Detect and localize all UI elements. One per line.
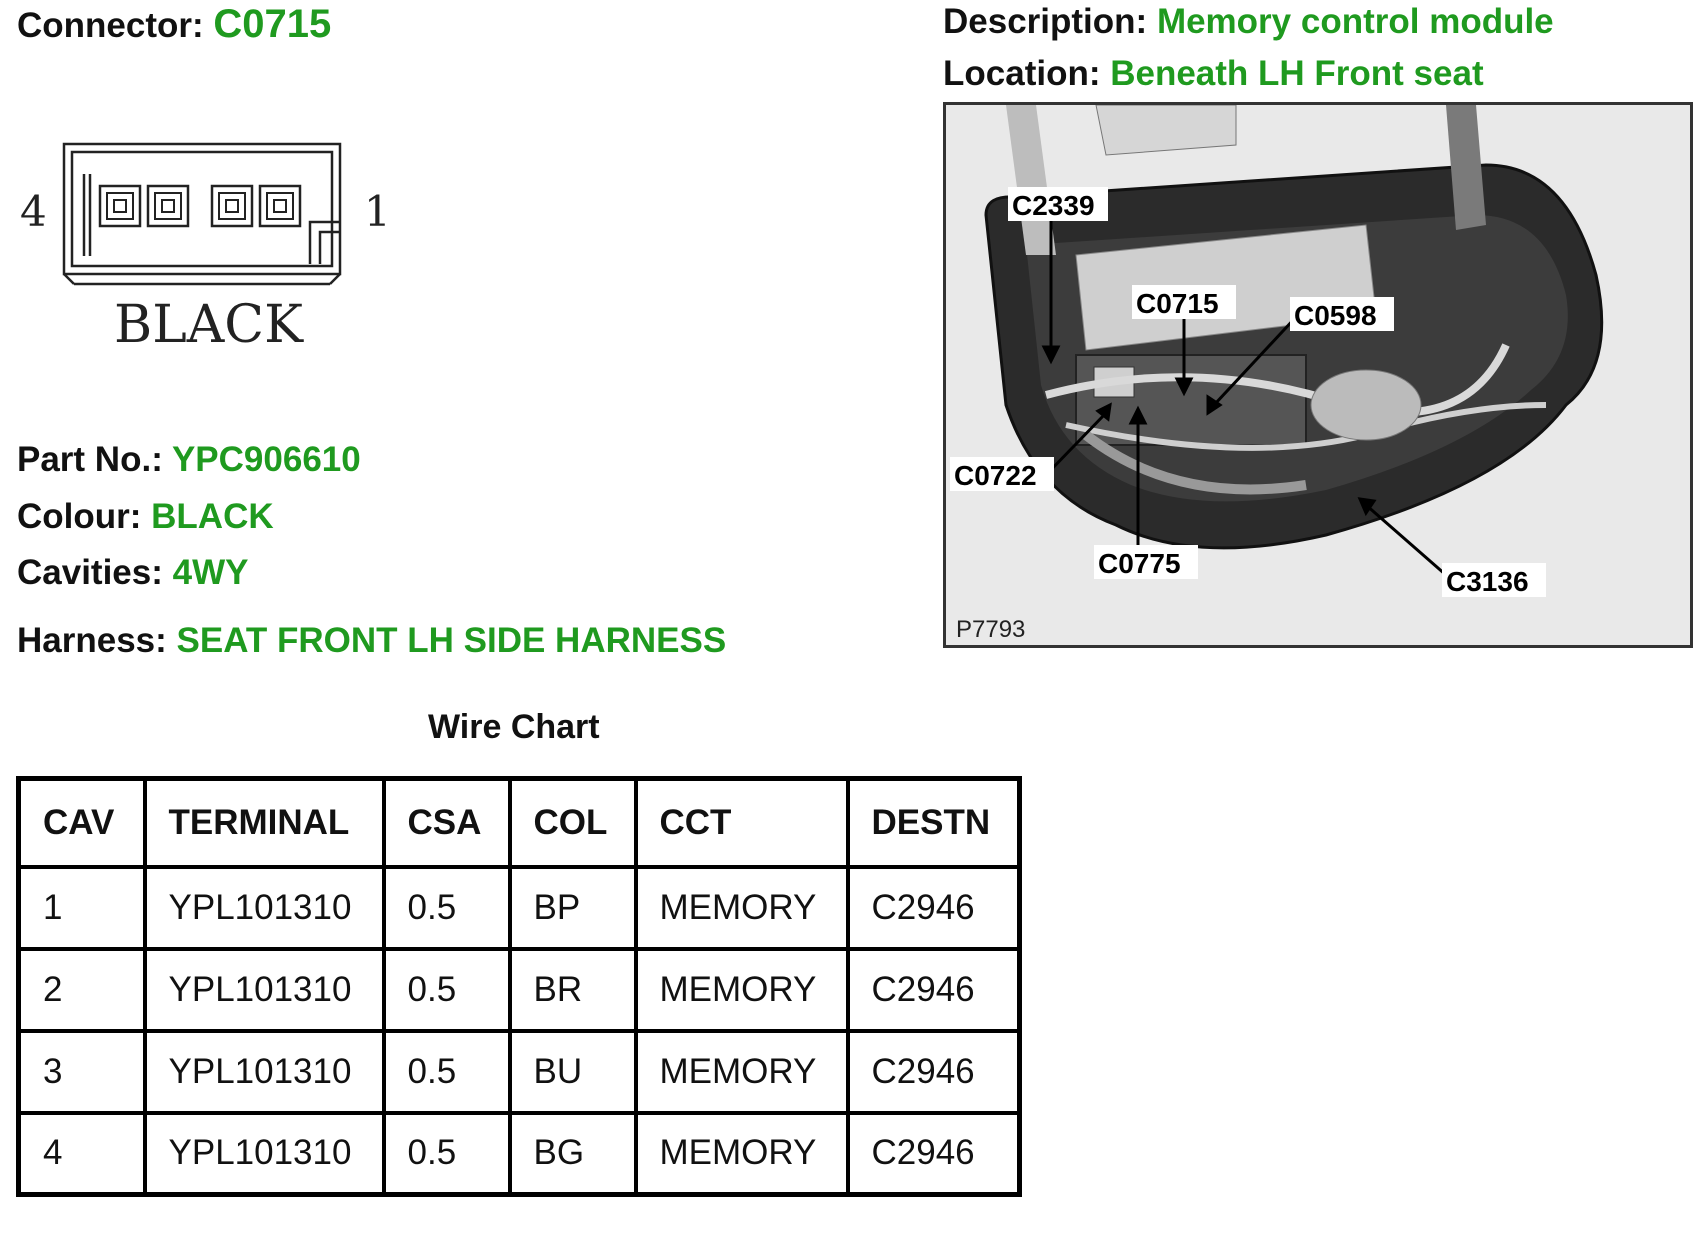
- cell-cav: 3: [16, 1028, 147, 1115]
- part-no-label: Part No.:: [17, 440, 163, 479]
- callout-c3136: C3136: [1446, 566, 1529, 597]
- cell-terminal: YPL101310: [142, 946, 386, 1033]
- arrow-c0598: [1212, 315, 1298, 407]
- callout-c0715: C0715: [1136, 288, 1219, 319]
- colour-line: Colour: BLACK: [17, 497, 274, 537]
- table-row: 3 YPL101310 0.5 BU MEMORY C2946: [16, 1028, 1022, 1115]
- cell-col: BU: [507, 1028, 638, 1115]
- cavity-2: [210, 184, 254, 228]
- colour-label: Colour:: [17, 497, 142, 536]
- cell-col: BG: [507, 1110, 638, 1197]
- description-value: Memory control module: [1156, 2, 1554, 41]
- housing-colour-text: BLACK: [114, 295, 304, 354]
- pin-number-right: 1: [364, 187, 391, 236]
- callout-c0598: C0598: [1294, 300, 1377, 331]
- header-col: COL: [507, 776, 638, 869]
- cell-csa: 0.5: [381, 864, 512, 951]
- cell-cct: MEMORY: [633, 864, 850, 951]
- cavities-value: 4WY: [172, 553, 249, 592]
- wire-chart-table: CAV TERMINAL CSA COL CCT DESTN 1 YPL1013…: [16, 776, 1022, 1197]
- cell-terminal: YPL101310: [142, 1028, 386, 1115]
- cell-terminal: YPL101310: [142, 864, 386, 951]
- callout-c0775: C0775: [1098, 548, 1181, 579]
- cell-destn: C2946: [845, 864, 1022, 951]
- table-row: 1 YPL101310 0.5 BP MEMORY C2946: [16, 864, 1022, 951]
- cavity-inner-1: [266, 192, 294, 220]
- connector-id: C0715: [213, 2, 332, 46]
- cavity-terminal-3: [161, 199, 175, 213]
- cavity-inner-2: [218, 192, 246, 220]
- cavity-inner-3: [154, 192, 182, 220]
- connector-cavities: [98, 184, 302, 228]
- cavity-terminal-1: [273, 199, 287, 213]
- cell-csa: 0.5: [381, 1110, 512, 1197]
- cell-destn: C2946: [845, 1110, 1022, 1197]
- cell-col: BP: [507, 864, 638, 951]
- table-row: 2 YPL101310 0.5 BR MEMORY C2946: [16, 946, 1022, 1033]
- harness-line: Harness: SEAT FRONT LH SIDE HARNESS: [17, 621, 726, 661]
- colour-value: BLACK: [151, 497, 274, 536]
- seat-underside-illustration: C2339 C0715 C0598 C0722 C0775 C3136 P779…: [946, 105, 1690, 645]
- cell-cav: 2: [16, 946, 147, 1033]
- photo-reference: P7793: [956, 616, 1025, 643]
- cavity-1: [258, 184, 302, 228]
- connector-line: Connector: C0715: [17, 2, 331, 47]
- header-cav: CAV: [16, 776, 147, 869]
- cell-destn: C2946: [845, 1028, 1022, 1115]
- cell-cav: 4: [16, 1110, 147, 1197]
- polarising-key: [308, 220, 340, 264]
- harness-label: Harness:: [17, 621, 167, 660]
- cell-cct: MEMORY: [633, 1110, 850, 1197]
- connector-housing: [62, 142, 342, 286]
- cell-cct: MEMORY: [633, 1028, 850, 1115]
- wire-loom: [1310, 369, 1422, 441]
- seat-spring: [1446, 105, 1486, 230]
- connector-label: Connector:: [17, 6, 204, 45]
- cell-terminal: YPL101310: [142, 1110, 386, 1197]
- connector-face-diagram: 4 1 BLACK: [20, 142, 391, 354]
- cavity-terminal-4: [113, 199, 127, 213]
- wire-chart-title: Wire Chart: [428, 708, 600, 746]
- frame-top: [1095, 105, 1237, 156]
- location-label: Location:: [943, 54, 1101, 93]
- arrow-c0722: [1042, 411, 1108, 479]
- cavity-3: [146, 184, 190, 228]
- header-csa: CSA: [381, 776, 512, 869]
- rear-tube: [1082, 431, 1307, 495]
- part-no-line: Part No.: YPC906610: [17, 440, 361, 480]
- callout-c2339: C2339: [1012, 190, 1095, 221]
- description-line: Description: Memory control module: [943, 2, 1554, 42]
- header-terminal: TERMINAL: [142, 776, 386, 869]
- pin-number-left: 4: [20, 187, 47, 236]
- cell-csa: 0.5: [381, 946, 512, 1033]
- table-row: 4 YPL101310 0.5 BG MEMORY C2946: [16, 1110, 1022, 1197]
- table-header-row: CAV TERMINAL CSA COL CCT DESTN: [16, 776, 1022, 869]
- header-cct: CCT: [633, 776, 850, 869]
- cavities-label: Cavities:: [17, 553, 163, 592]
- cavities-line: Cavities: 4WY: [17, 553, 249, 593]
- location-value: Beneath LH Front seat: [1110, 54, 1484, 93]
- cavity-inner-4: [106, 192, 134, 220]
- cell-col: BR: [507, 946, 638, 1033]
- location-photo: C2339 C0715 C0598 C0722 C0775 C3136 P779…: [943, 102, 1693, 648]
- part-no-value: YPC906610: [171, 440, 361, 479]
- cavity-4: [98, 184, 142, 228]
- cell-cct: MEMORY: [633, 946, 850, 1033]
- cavity-terminal-2: [225, 199, 239, 213]
- cell-cav: 1: [16, 864, 147, 951]
- location-line: Location: Beneath LH Front seat: [943, 54, 1484, 94]
- cell-csa: 0.5: [381, 1028, 512, 1115]
- harness-value: SEAT FRONT LH SIDE HARNESS: [176, 621, 727, 660]
- description-label: Description:: [943, 2, 1148, 41]
- header-destn: DESTN: [845, 776, 1022, 869]
- callout-c0722: C0722: [954, 460, 1037, 491]
- arrow-c3136: [1365, 503, 1447, 577]
- cell-destn: C2946: [845, 946, 1022, 1033]
